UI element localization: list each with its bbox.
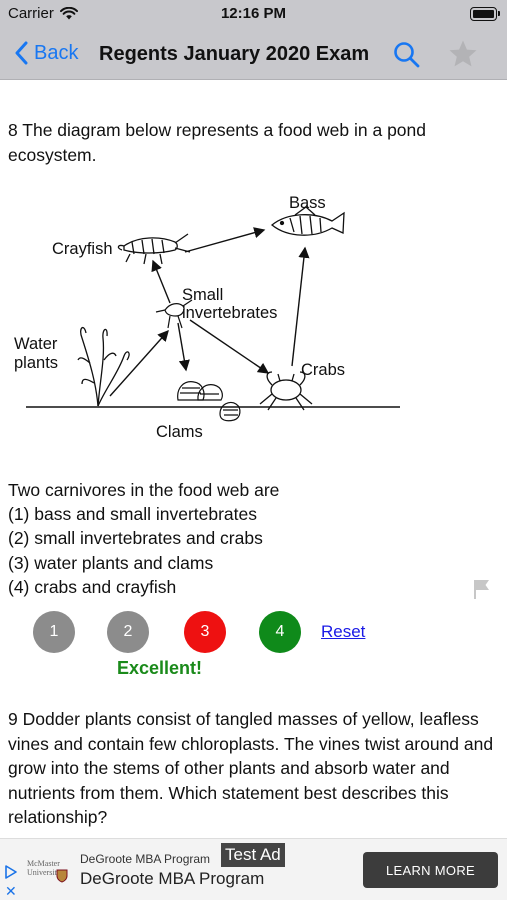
food-web-arrows — [109, 227, 310, 397]
label-small-line2: invertebrates — [182, 304, 277, 322]
battery-icon — [470, 7, 500, 21]
crab-illustration — [259, 371, 313, 411]
learn-more-button[interactable]: LEARN MORE — [363, 852, 498, 888]
answer-button-3[interactable]: 3 — [184, 611, 226, 653]
back-label: Back — [34, 41, 79, 64]
ad-close-icon[interactable]: ✕ — [5, 883, 17, 899]
reset-link[interactable]: Reset — [321, 622, 366, 641]
choice-2: (2) small invertebrates and crabs — [8, 528, 263, 548]
clams-illustration — [177, 381, 241, 422]
carrier-info: Carrier — [8, 5, 78, 22]
food-web-diagram: Bass Crayfish Small invertebrates Water … — [14, 194, 400, 441]
ad-small-title: DeGroote MBA Program — [80, 852, 211, 866]
feedback-message: Excellent! — [117, 658, 203, 678]
bass-illustration — [270, 206, 345, 236]
carrier-label: Carrier — [8, 5, 54, 22]
star-icon[interactable] — [447, 38, 479, 70]
chevron-left-icon — [15, 41, 28, 65]
search-icon[interactable] — [392, 40, 422, 70]
label-water-line2: plants — [14, 354, 58, 372]
answer-button-4[interactable]: 4 — [259, 611, 301, 653]
nav-bar: Back Regents January 2020 Exam — [0, 32, 507, 80]
status-time: 12:16 PM — [220, 5, 287, 22]
label-bass: Bass — [289, 194, 326, 212]
ad-choices-icon[interactable] — [4, 865, 18, 879]
ad-logo-line2: University — [27, 868, 61, 877]
choice-4: (4) crabs and crayfish — [8, 577, 177, 597]
choice-3: (3) water plants and clams — [8, 553, 214, 573]
ad-logo-line1: McMaster — [27, 859, 60, 868]
question-8-prompt: Two carnivores in the food web are — [8, 480, 280, 500]
label-crabs: Crabs — [301, 361, 345, 379]
answer-button-2[interactable]: 2 — [107, 611, 149, 653]
answer-button-1[interactable]: 1 — [33, 611, 75, 653]
flag-icon[interactable] — [472, 578, 492, 600]
test-ad-badge: Test Ad — [221, 843, 285, 867]
label-clams: Clams — [156, 423, 203, 441]
label-crayfish: Crayfish — [52, 240, 113, 258]
crayfish-illustration — [117, 233, 191, 265]
question-content[interactable]: 8 The diagram below represents a food we… — [0, 80, 507, 838]
choice-1: (1) bass and small invertebrates — [8, 504, 257, 524]
question-8-stem: 8 The diagram below represents a food we… — [8, 120, 427, 165]
ad-logo: McMaster University — [27, 859, 61, 877]
water-plants-illustration — [77, 326, 130, 407]
wifi-icon — [59, 7, 78, 20]
ad-banner[interactable]: ✕ McMaster University DeGroote MBA Progr… — [0, 838, 507, 900]
ad-title: DeGroote MBA Program — [80, 869, 265, 888]
page-title: Regents January 2020 Exam — [99, 43, 370, 65]
label-water-line1: Water — [14, 335, 58, 353]
shield-icon — [56, 869, 68, 883]
label-small-line1: Small — [182, 286, 223, 304]
small-invertebrate-illustration — [155, 299, 193, 329]
back-button[interactable]: Back — [14, 41, 78, 65]
question-9-stem: 9 Dodder plants consist of tangled masse… — [8, 709, 494, 827]
status-bar: Carrier 12:16 PM — [0, 0, 507, 32]
